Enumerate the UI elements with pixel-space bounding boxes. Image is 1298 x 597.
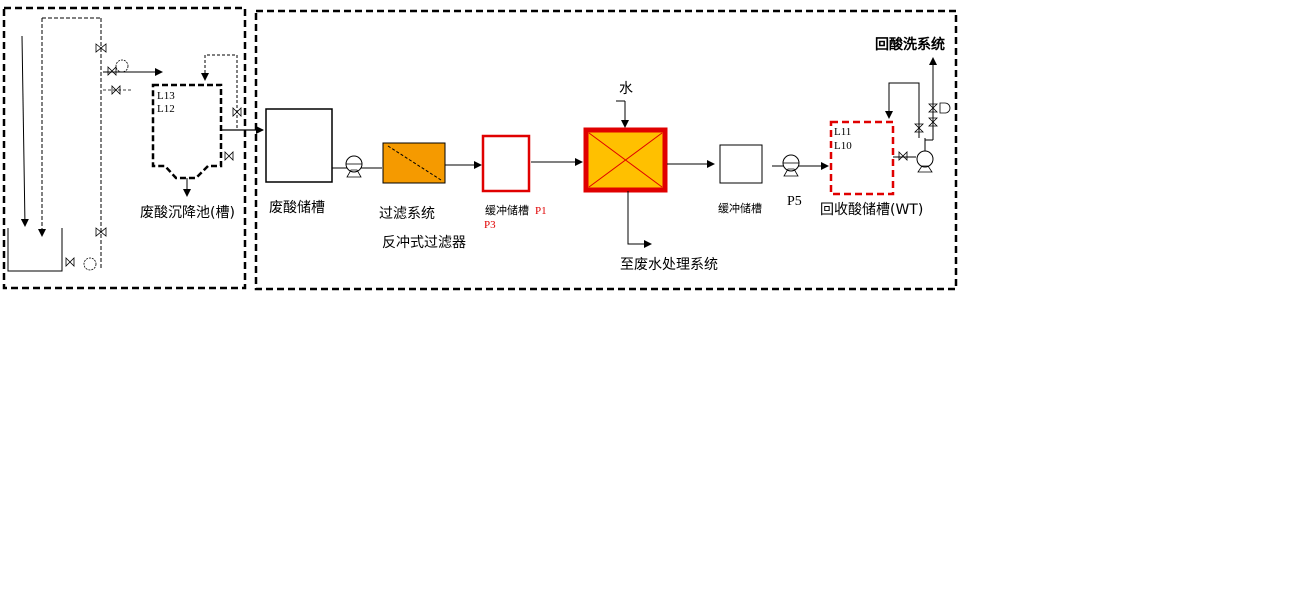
pump-icon xyxy=(83,257,97,271)
backwash-filter-label: 反冲式过滤器 xyxy=(382,235,466,251)
buffer-tank-1 xyxy=(481,134,531,193)
settling-basin xyxy=(7,228,63,272)
pump-icon xyxy=(115,59,129,73)
valve-icon xyxy=(107,66,117,76)
filter-system-label: 过滤系统 xyxy=(379,206,435,222)
valve-icon xyxy=(224,151,234,161)
valve-icon xyxy=(928,103,938,113)
buffer-tank-1-label: 缓冲储槽 xyxy=(485,203,529,217)
waste-acid-tank-label: 废酸储槽 xyxy=(269,200,325,216)
valve-icon xyxy=(928,117,938,127)
settling-level-label-2: L12 xyxy=(157,103,175,115)
to-wastewater-label: 至废水处理系统 xyxy=(620,257,718,273)
valve-icon xyxy=(65,257,75,267)
water-label: 水 xyxy=(619,81,633,97)
settling-level-label-1: L13 xyxy=(157,90,175,102)
treatment-area: 废酸储槽 过滤系统 反冲式过滤器 缓冲储槽 P1 P3 水 至废水处理系统 缓冲… xyxy=(265,36,951,273)
waste-acid-tank xyxy=(265,108,333,183)
right-section-boundary xyxy=(254,9,958,291)
recovery-tank-label: 回收酸储槽(WT) xyxy=(820,202,923,218)
valve-icon xyxy=(898,151,908,161)
valve-icon xyxy=(95,227,107,237)
buffer-tank-2 xyxy=(719,144,763,184)
return-pickling-label: 回酸洗系统 xyxy=(875,36,945,53)
recovery-level-label-2: L10 xyxy=(834,140,852,152)
p5-label: P5 xyxy=(787,194,802,209)
recovery-acid-tank xyxy=(829,120,895,196)
settling-tank xyxy=(151,83,223,180)
settling-area: L13 L12 废酸沉降池(槽) xyxy=(7,17,264,272)
buffer-tank-2-label: 缓冲储槽 xyxy=(718,201,762,215)
left-section-boundary xyxy=(2,6,247,290)
p1-label: P1 xyxy=(535,205,547,217)
valve-icon xyxy=(95,43,107,53)
pump-icon xyxy=(916,150,934,168)
valve-icon xyxy=(111,85,121,95)
p3-label: P3 xyxy=(484,219,496,231)
valve-icon xyxy=(232,107,242,117)
valve-icon xyxy=(914,123,924,133)
settling-tank-label: 废酸沉降池(槽) xyxy=(140,205,235,221)
recovery-level-label-1: L11 xyxy=(834,126,851,138)
